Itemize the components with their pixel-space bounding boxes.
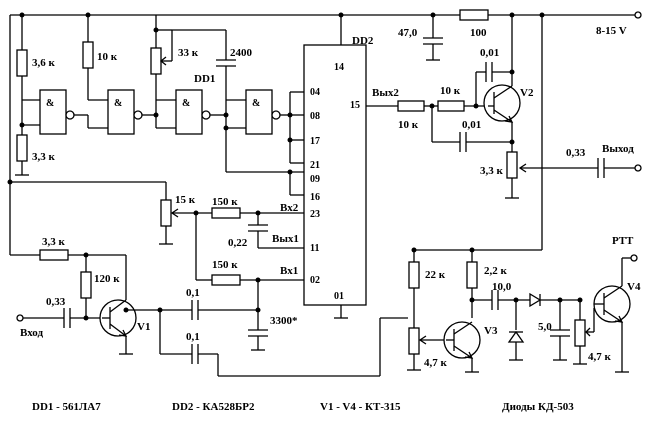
dd1-gate-4: &	[245, 89, 281, 135]
transistor-v1	[99, 299, 137, 337]
pin-16: 16	[310, 192, 320, 203]
label-r-3-3k-b: 3,3 к	[42, 236, 66, 248]
label-r-4-7k-b: 4,7 к	[588, 351, 612, 363]
label-c-0-1-a: 0,1	[186, 287, 200, 299]
pin-23: 23	[310, 209, 320, 220]
pin-15: 15	[350, 100, 360, 111]
capacitor-47	[423, 15, 443, 61]
legend-dd2: DD2 - КА528БР2	[172, 401, 255, 413]
label-r-15k: 15 к	[175, 194, 196, 206]
label-r-150k-a: 150 к	[212, 196, 238, 208]
resistor-150k-a	[211, 207, 241, 219]
dd2-chip	[303, 44, 367, 306]
svg-text:&: &	[114, 98, 122, 109]
label-vyx2: Вых2	[372, 87, 399, 99]
legend-dd1: DD1 - 561ЛА7	[32, 401, 101, 413]
resistor-100	[459, 9, 489, 21]
label-r-150k-b: 150 к	[212, 259, 238, 271]
label-r-2-2k: 2,2 к	[484, 265, 508, 277]
label-r-22k: 22 к	[425, 269, 446, 281]
label-output: Выход	[602, 143, 634, 155]
label-v3: V3	[484, 325, 498, 337]
potentiometer-15k	[160, 199, 172, 227]
transistor-v3	[443, 321, 481, 359]
pin-01: 01	[334, 291, 344, 302]
transistor-v4	[593, 285, 631, 323]
legend-diodes: Диоды КД-503	[502, 401, 574, 413]
label-dd2: DD2	[352, 35, 374, 47]
pin-11: 11	[310, 243, 319, 254]
resistor-150k-b	[211, 274, 241, 286]
label-v1: V1	[137, 321, 150, 333]
resistor-10k-c	[437, 100, 465, 112]
resistor-120k	[80, 271, 92, 299]
label-ptt: PTT	[612, 235, 634, 247]
label-c-2400: 2400	[230, 47, 253, 59]
pin-08: 08	[310, 111, 320, 122]
label-c-3300: 3300*	[270, 315, 298, 327]
legend-transistors: V1 - V4 - КТ-315	[320, 401, 401, 413]
power-rail	[9, 9, 642, 255]
potentiometer-4-7k-a	[408, 327, 420, 355]
pin-17: 17	[310, 136, 320, 147]
label-r-3-3k-a: 3,3 к	[32, 151, 56, 163]
label-dd1: DD1	[194, 73, 215, 85]
output-terminal[interactable]	[634, 164, 642, 172]
label-r-10k-a: 10 к	[97, 51, 118, 63]
svg-text:&: &	[46, 98, 54, 109]
potentiometer-33k	[150, 47, 162, 75]
label-r-10k-b: 10 к	[398, 119, 419, 131]
label-r-100: 100	[470, 27, 487, 39]
resistor-10k-a	[82, 41, 94, 69]
power-terminal[interactable]	[634, 11, 642, 19]
label-vyx1: Вых1	[272, 233, 299, 245]
resistor-3-6k	[16, 49, 28, 77]
resistor-22k	[408, 261, 420, 289]
label-c-0-33-out: 0,33	[566, 147, 586, 159]
potentiometer-3-3k-out	[506, 151, 518, 179]
pin-21: 21	[310, 160, 320, 171]
dd1-gate-1: &	[39, 89, 75, 135]
dd1-gate-2: &	[107, 89, 143, 135]
ptt-terminal[interactable]	[630, 254, 638, 262]
label-vx1: Вх1	[280, 265, 298, 277]
svg-text:&: &	[252, 98, 260, 109]
diode-1	[507, 330, 525, 343]
label-v4: V4	[627, 281, 641, 293]
resistor-2-2k	[466, 261, 478, 289]
label-c-5: 5,0	[538, 321, 552, 333]
label-r-3-3k-out: 3,3 к	[480, 165, 504, 177]
label-r-33k: 33 к	[178, 47, 199, 59]
pin-04: 04	[310, 87, 320, 98]
resistor-3-3k-a	[16, 134, 28, 162]
label-c-0-33-in: 0,33	[46, 296, 66, 308]
label-c-0-22: 0,22	[228, 237, 248, 249]
label-c-0-1-b: 0,1	[186, 331, 200, 343]
label-c-0-01-b: 0,01	[462, 119, 481, 131]
svg-text:&: &	[182, 98, 190, 109]
input-terminal[interactable]	[16, 314, 24, 322]
label-r-4-7k-a: 4,7 к	[424, 357, 448, 369]
label-r-120k: 120 к	[94, 273, 120, 285]
label-power: 8-15 V	[596, 25, 627, 37]
label-vx2: Вх2	[280, 202, 299, 214]
label-r-10k-c: 10 к	[440, 85, 461, 97]
label-r-3-6k: 3,6 к	[32, 57, 56, 69]
label-c-0-01-a: 0,01	[480, 47, 499, 59]
resistor-10k-b	[397, 100, 425, 112]
label-input: Вход	[20, 327, 43, 339]
label-v2: V2	[520, 87, 534, 99]
dd1-gate-3: &	[175, 89, 211, 135]
transistor-v2	[483, 84, 521, 123]
potentiometer-4-7k-b	[574, 319, 586, 347]
pin-02: 02	[310, 275, 320, 286]
pin-09: 09	[310, 174, 320, 185]
resistor-3-3k-b	[39, 249, 69, 261]
pin-14: 14	[334, 62, 344, 73]
label-c-47: 47,0	[398, 27, 418, 39]
diode-2	[529, 292, 542, 308]
label-c-10: 10,0	[492, 281, 512, 293]
